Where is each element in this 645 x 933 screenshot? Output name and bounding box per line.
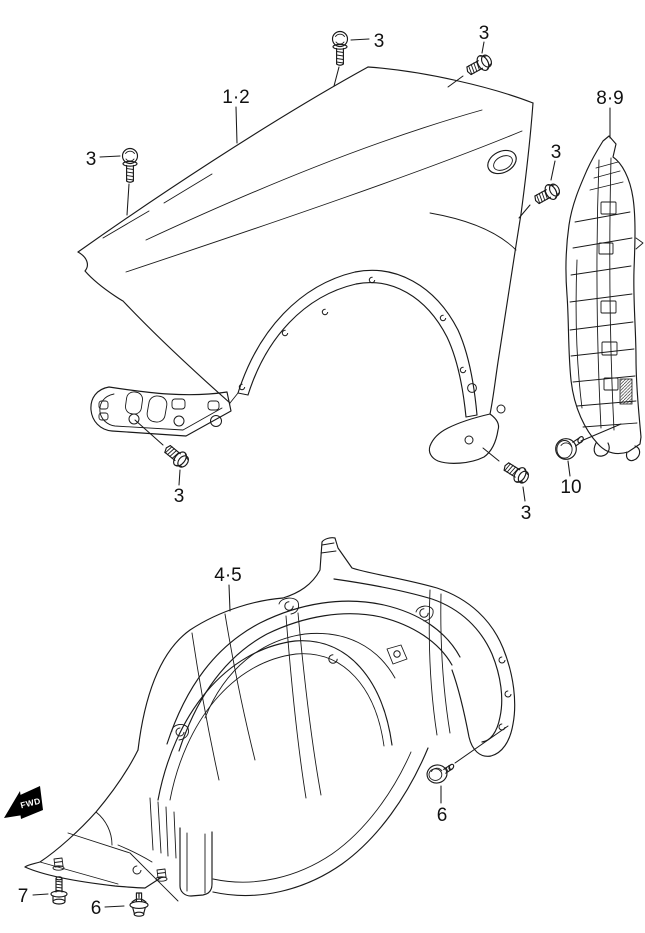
fender-brace-part	[565, 135, 644, 462]
fender-lower-bracket	[90, 386, 232, 437]
callout-3-top-right: 3	[479, 23, 490, 44]
bolt-3-top-left	[331, 30, 349, 66]
callout-7-liner-bolt: 7	[18, 886, 29, 907]
bolt-3-bottom-right	[500, 458, 533, 487]
fwd-direction-icon: FWD	[4, 786, 43, 819]
bolt-3-top-right	[463, 51, 495, 80]
callout-10-brace-bolt: 10	[560, 477, 581, 498]
callout-3-bottom-left: 3	[174, 486, 185, 507]
callout-labels: 3 3 1·2 3 8·9 3 3 3 10 4·5 6 7 6	[18, 23, 624, 919]
callout-3-left: 3	[86, 149, 97, 170]
callout-3-mid-right: 3	[551, 142, 562, 163]
bolt-3-mid-right	[531, 180, 563, 209]
clip-6-bottom	[129, 892, 149, 917]
callout-3-top-left: 3	[374, 31, 385, 52]
leader-lines	[32, 38, 622, 908]
fwd-label: FWD	[19, 796, 41, 811]
callout-6-bottom: 6	[91, 898, 102, 919]
bolt-3-left	[121, 147, 139, 183]
callout-6-right: 6	[437, 805, 448, 826]
bolt-7	[50, 876, 68, 905]
bolt-10	[555, 435, 586, 460]
front-fender-part	[77, 66, 534, 464]
callout-4-5-liner: 4·5	[214, 565, 241, 586]
callout-1-2-fender: 1·2	[222, 87, 249, 108]
fender-lining-part	[24, 537, 516, 902]
callout-8-9-brace: 8·9	[596, 88, 623, 109]
callout-3-bottom-right: 3	[521, 503, 532, 524]
bolt-3-bottom-left	[160, 441, 193, 472]
clip-6-right	[424, 762, 456, 786]
